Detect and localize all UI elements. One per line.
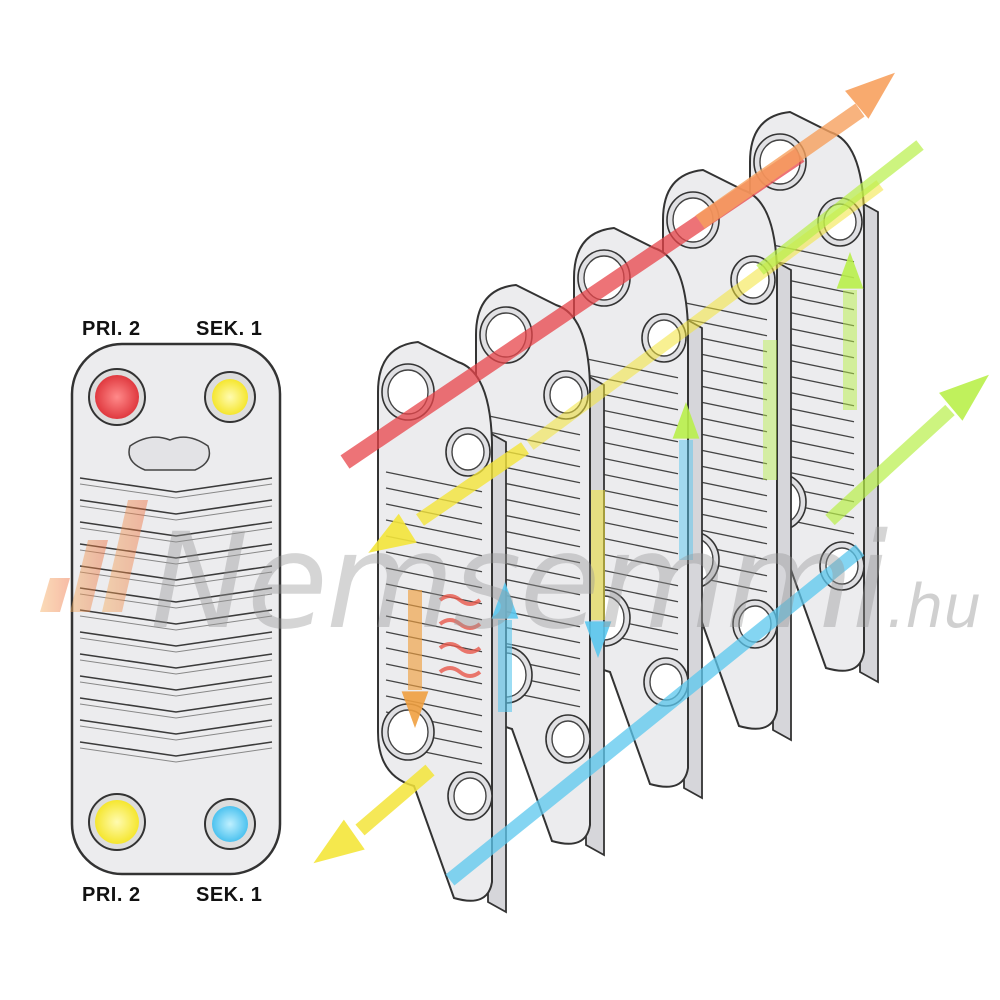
rib-line xyxy=(79,719,273,735)
warm-primary-flow xyxy=(355,764,435,836)
hot-primary-dot xyxy=(95,375,139,419)
rib-line xyxy=(385,663,483,685)
rib-line xyxy=(385,695,483,717)
port-hole xyxy=(387,709,429,755)
rib-line xyxy=(79,499,273,515)
rib-line xyxy=(79,725,273,741)
heat-wave-icon xyxy=(438,618,482,630)
rib-line xyxy=(385,567,483,589)
plate-stack xyxy=(313,72,989,914)
rib-line xyxy=(79,747,273,763)
rib-line xyxy=(483,414,581,436)
warm-secondary-flow xyxy=(756,140,924,275)
arrow-icon xyxy=(401,691,429,728)
arrow-icon xyxy=(672,402,700,439)
rib-line xyxy=(385,583,483,605)
label-top-left: PRI. 2 xyxy=(82,318,141,340)
arrow-icon xyxy=(845,72,895,119)
rib-line xyxy=(79,681,273,697)
rib-line xyxy=(79,615,273,631)
arrow-icon xyxy=(491,582,519,619)
rib-line xyxy=(79,631,273,647)
port-hole xyxy=(453,777,487,815)
heat-wave-icon xyxy=(438,594,482,606)
label-bottom-right: SEK. 1 xyxy=(196,884,263,906)
watermark-main: Nemsemmi xyxy=(150,505,888,659)
rib-line xyxy=(79,703,273,719)
warm-secondary-dot xyxy=(212,379,248,415)
front-plate xyxy=(70,342,282,876)
rib-line xyxy=(79,609,273,625)
rib-line xyxy=(385,487,483,509)
hot-primary-flow xyxy=(695,103,865,229)
rib-line xyxy=(581,373,679,395)
cold-secondary-dot xyxy=(212,806,248,842)
watermark-logo-mark xyxy=(40,500,148,612)
heat-wave-icon xyxy=(438,666,482,678)
rib-line xyxy=(79,549,273,565)
rib-line xyxy=(79,543,273,559)
label-bottom-left: PRI. 2 xyxy=(82,884,141,906)
rib-line xyxy=(385,679,483,701)
port-hole xyxy=(451,433,485,471)
warm-secondary-flow xyxy=(825,404,955,526)
rib-line xyxy=(385,551,483,573)
rib-line xyxy=(79,477,273,493)
rib-line xyxy=(79,675,273,691)
watermark-suffix: .hu xyxy=(886,572,982,642)
arrow-icon xyxy=(368,513,417,553)
warm-primary-flow xyxy=(416,442,529,526)
rib-line xyxy=(385,615,483,637)
label-top-right: SEK. 1 xyxy=(196,318,263,340)
warm-primary-dot xyxy=(95,800,139,844)
rib-line xyxy=(79,741,273,757)
heat-wave-icon xyxy=(438,642,482,654)
port-hole xyxy=(551,720,585,758)
watermark: Nemsemmi.hu xyxy=(150,505,982,659)
rib-line xyxy=(79,697,273,713)
rib-line xyxy=(79,505,273,521)
rib-line xyxy=(385,631,483,653)
rib-line xyxy=(79,637,273,653)
arrow-icon xyxy=(836,252,864,289)
arrow-icon xyxy=(584,621,612,658)
rib-line xyxy=(79,521,273,537)
cold-secondary-flow xyxy=(445,544,865,886)
arrow-icon xyxy=(939,374,989,421)
rib-line xyxy=(385,647,483,669)
rib-line xyxy=(79,659,273,675)
rib-line xyxy=(385,599,483,621)
rib-line xyxy=(79,483,273,499)
arrow-icon xyxy=(313,819,365,864)
rib-line xyxy=(79,653,273,669)
rib-line xyxy=(79,527,273,543)
